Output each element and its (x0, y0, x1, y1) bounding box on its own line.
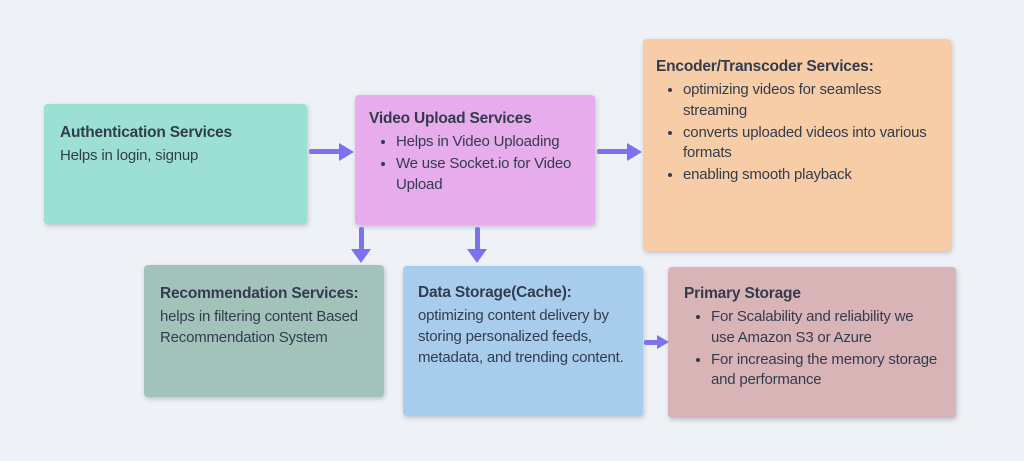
arrow-data-storage-to-primary-storage (644, 335, 669, 349)
encoder-transcoder-services-title: Encoder/Transcoder Services: (656, 58, 874, 75)
primary-storage-title: Primary Storage (684, 285, 801, 302)
bullet-item: We use Socket.io for Video Upload (396, 154, 579, 195)
bullet-item: optimizing videos for seamless streaming (683, 80, 935, 121)
arrow-head-right-icon (657, 335, 669, 349)
arrow-shaft (309, 149, 340, 154)
arrow-head-right-icon (339, 143, 354, 161)
arrow-shaft (644, 339, 658, 345)
authentication-services-description: Helps in login, signup (60, 147, 199, 165)
video-upload-bullet-list: Helps in Video Uploading We use Socket.i… (369, 132, 579, 195)
bullet-item: For Scalability and reliability we use A… (711, 307, 940, 348)
arrow-head-down-icon (467, 249, 487, 263)
arrow-authentication-to-video-upload (309, 143, 354, 161)
primary-storage-bullet-list: For Scalability and reliability we use A… (684, 307, 940, 391)
recommendation-services-description: helps in filtering content Based Recomme… (160, 308, 358, 346)
arrow-head-right-icon (627, 143, 642, 161)
arrow-shaft (597, 149, 628, 154)
bullet-item: enabling smooth playback (683, 165, 935, 186)
recommendation-services-box: Recommendation Services: helps in filter… (144, 265, 384, 397)
authentication-services-title: Authentication Services (60, 124, 232, 141)
data-storage-cache-description: optimizing content delivery by storing p… (418, 307, 624, 366)
arrow-shaft (358, 227, 364, 250)
encoder-bullet-list: optimizing videos for seamless streaming… (656, 80, 935, 185)
encoder-transcoder-services-box: Encoder/Transcoder Services: optimizing … (643, 39, 951, 251)
bullet-item: For increasing the memory storage and pe… (711, 350, 940, 391)
video-upload-services-box: Video Upload Services Helps in Video Upl… (355, 95, 595, 225)
bullet-item: converts uploaded videos into various fo… (683, 123, 935, 164)
arrow-shaft (474, 227, 480, 250)
recommendation-services-title: Recommendation Services: (160, 285, 359, 302)
authentication-services-box: Authentication Services Helps in login, … (44, 104, 307, 224)
primary-storage-box: Primary Storage For Scalability and reli… (668, 267, 956, 418)
video-upload-services-title: Video Upload Services (369, 110, 532, 127)
arrow-video-upload-to-data-storage (467, 227, 487, 263)
arrow-video-upload-to-recommendation (351, 227, 371, 263)
arrow-video-upload-to-encoder (597, 143, 642, 161)
data-storage-cache-title: Data Storage(Cache): (418, 284, 572, 301)
bullet-item: Helps in Video Uploading (396, 132, 579, 153)
data-storage-cache-box: Data Storage(Cache): optimizing content … (403, 266, 643, 416)
arrow-head-down-icon (351, 249, 371, 263)
